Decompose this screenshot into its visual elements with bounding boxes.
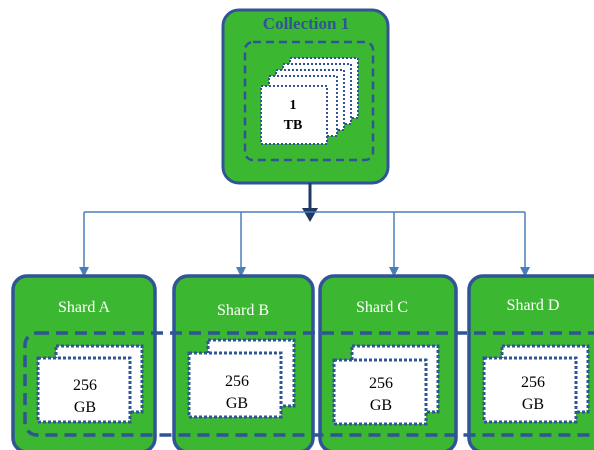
shard-c-title: Shard C <box>356 299 408 316</box>
collection-node <box>221 8 390 185</box>
shard-a-size-unit: GB <box>73 399 97 415</box>
shard-c-size: 256 GB <box>336 373 426 417</box>
shard-d-size-value: 256 <box>521 374 545 391</box>
shard-c-data-pages-icon <box>332 344 440 426</box>
collection-size-unit: TB <box>283 118 303 133</box>
collection-size-value: 1 <box>289 98 297 113</box>
data-pages-stack-icon <box>260 57 359 145</box>
collection-size: 1 TB <box>268 96 318 136</box>
shard-d-size: 256 GB <box>488 372 578 416</box>
shard-a-data-pages-icon <box>36 344 144 424</box>
shard-d-data-pages-icon <box>482 344 590 424</box>
shard-b-size: 256 GB <box>192 371 282 415</box>
collection-span-outline <box>23 331 594 437</box>
shard-a-title: Shard A <box>58 299 110 316</box>
shard-d-size-unit: GB <box>521 396 545 413</box>
collection-title: Collection 1 <box>262 14 350 33</box>
shard-a-size-value: 256 <box>73 377 97 394</box>
shard-b-title: Shard B <box>217 302 269 319</box>
shard-b-size-value: 256 <box>225 373 249 390</box>
shard-b-size-unit: GB <box>225 395 249 412</box>
shard-a-size: 256 GB <box>40 375 130 415</box>
shard-c-size-unit: GB <box>369 397 393 414</box>
shard-c-size-value: 256 <box>369 375 393 392</box>
distribution-connector <box>79 183 530 277</box>
shard-d-title: Shard D <box>506 297 560 314</box>
shard-b-data-pages-icon <box>187 338 296 419</box>
down-arrow-icon <box>302 208 318 222</box>
